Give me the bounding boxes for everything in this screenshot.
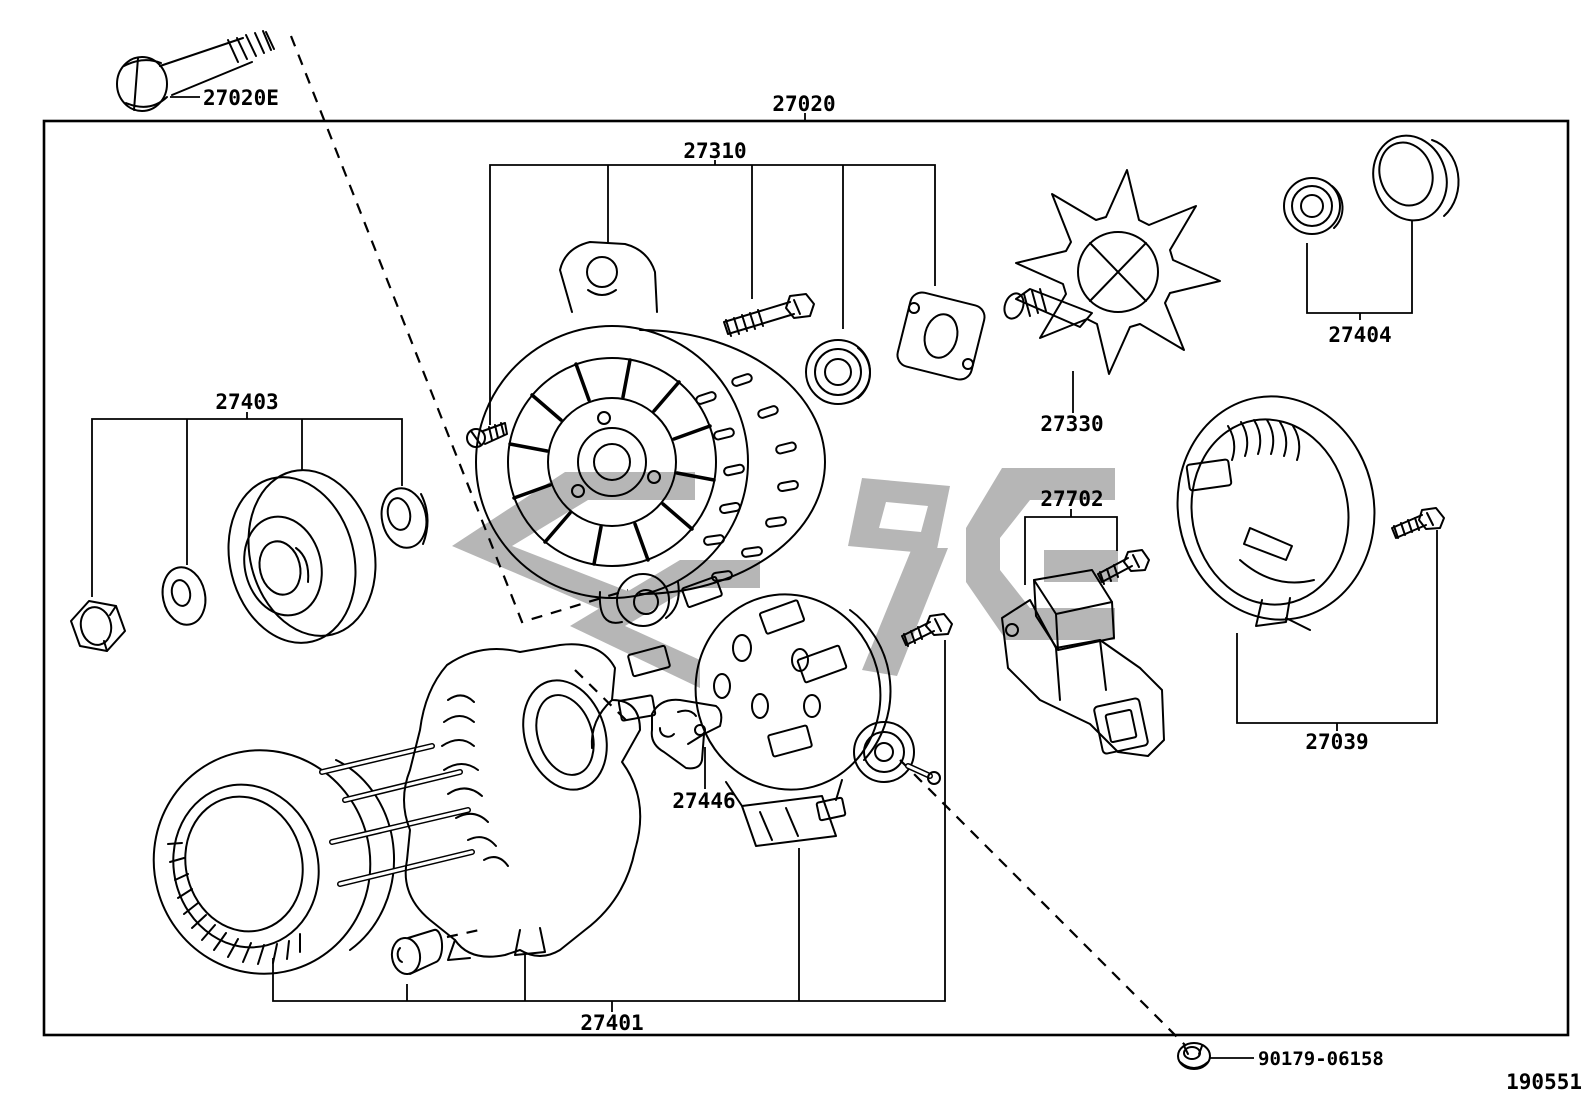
lock-nut-drawing	[1177, 1042, 1211, 1070]
label-terminal-clamp: 27446	[672, 789, 735, 813]
label-alternator-assembly: 27020	[772, 92, 835, 116]
fan-slots	[508, 358, 716, 566]
front-bearing-drawing	[805, 339, 871, 405]
pulley-kit-drawing	[70, 469, 429, 652]
label-rotor: 27330	[1040, 412, 1103, 436]
bearing-retainer-drawing	[896, 291, 986, 381]
dashed-leader-lines	[289, 35, 1187, 1047]
through-bolt-drawing	[723, 293, 815, 337]
label-regulator: 27702	[1040, 487, 1103, 511]
label-rear-bracket: 27401	[580, 1011, 643, 1035]
label-bearing-kit: 27404	[1328, 323, 1391, 347]
label-pulley-kit: 27403	[215, 390, 278, 414]
end-cover-screw-drawing	[1391, 507, 1445, 539]
rectifier-screw-drawing	[901, 613, 953, 647]
front-bracket-drawing	[475, 241, 826, 627]
regulator-screw-drawing	[1097, 549, 1150, 585]
terminal-clamp-drawing	[650, 698, 723, 770]
label-mount-bolt: 27020E	[203, 86, 279, 110]
callout-lines	[91, 96, 1438, 1059]
bushing-drawing	[390, 928, 444, 975]
figure-number: 190551	[1506, 1070, 1582, 1094]
watermark-logo	[452, 468, 1118, 688]
diagram-frame	[42, 119, 1570, 1037]
label-lock-nut: 90179-06158	[1258, 1048, 1384, 1070]
bracket-screw-drawing	[466, 422, 508, 448]
regulator-drawing	[1001, 569, 1165, 757]
part-labels: 27020E 27020 27310 27403 27404 27330 277…	[203, 86, 1582, 1094]
end-cover-drawing	[1176, 395, 1376, 631]
rear-bracket-drawing	[403, 643, 642, 961]
mount-bolt-drawing	[116, 30, 275, 112]
housing-vent-slots	[695, 373, 799, 582]
rear-bearing-kit-drawing	[1283, 134, 1460, 235]
label-front-bracket: 27310	[683, 139, 746, 163]
rectifier-assembly-drawing	[617, 576, 941, 847]
rotor-drawing	[1003, 169, 1221, 375]
label-end-cover: 27039	[1305, 730, 1368, 754]
